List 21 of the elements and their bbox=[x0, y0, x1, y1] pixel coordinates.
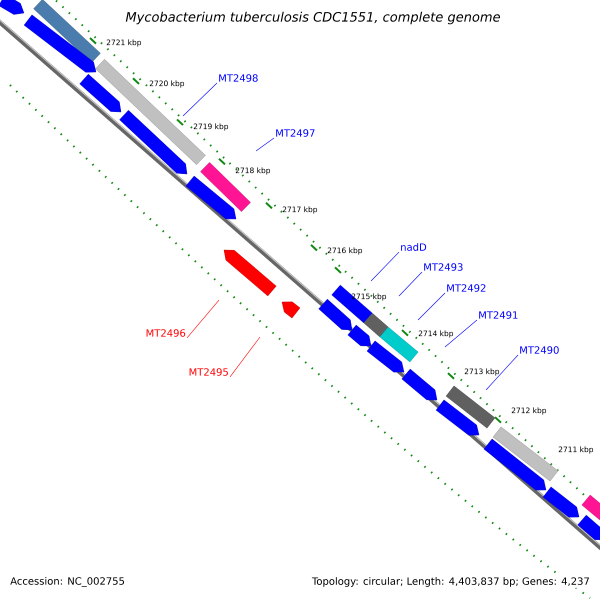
genome-info-label: Topology: circular; Length: 4,403,837 bp; Genes: 4,237 bbox=[310, 576, 591, 588]
gene-label: nadD bbox=[401, 243, 426, 251]
gene-label: MT2498 bbox=[219, 74, 258, 82]
leader-line bbox=[256, 138, 274, 152]
title: Mycobacterium tuberculosis CDC1551, complete genome bbox=[126, 12, 500, 24]
gene-label: MT2495 bbox=[190, 368, 228, 376]
leader-line bbox=[418, 292, 446, 320]
leader-line bbox=[182, 82, 218, 116]
leader-line bbox=[230, 336, 260, 378]
gene-label: MT2497 bbox=[276, 129, 315, 137]
leader-line bbox=[186, 300, 220, 338]
gene-label: MT2490 bbox=[520, 346, 559, 354]
leader-line bbox=[444, 320, 478, 348]
leader-line bbox=[486, 354, 518, 390]
leader-line bbox=[398, 272, 422, 296]
leader-line bbox=[370, 252, 400, 282]
gene-label: MT2491 bbox=[479, 311, 518, 319]
accession-label: Accession: NC_002755 bbox=[10, 577, 124, 587]
gene-label: MT2492 bbox=[447, 284, 486, 292]
gene-label: MT2493 bbox=[424, 263, 463, 271]
gene-label: MT2496 bbox=[146, 329, 186, 337]
